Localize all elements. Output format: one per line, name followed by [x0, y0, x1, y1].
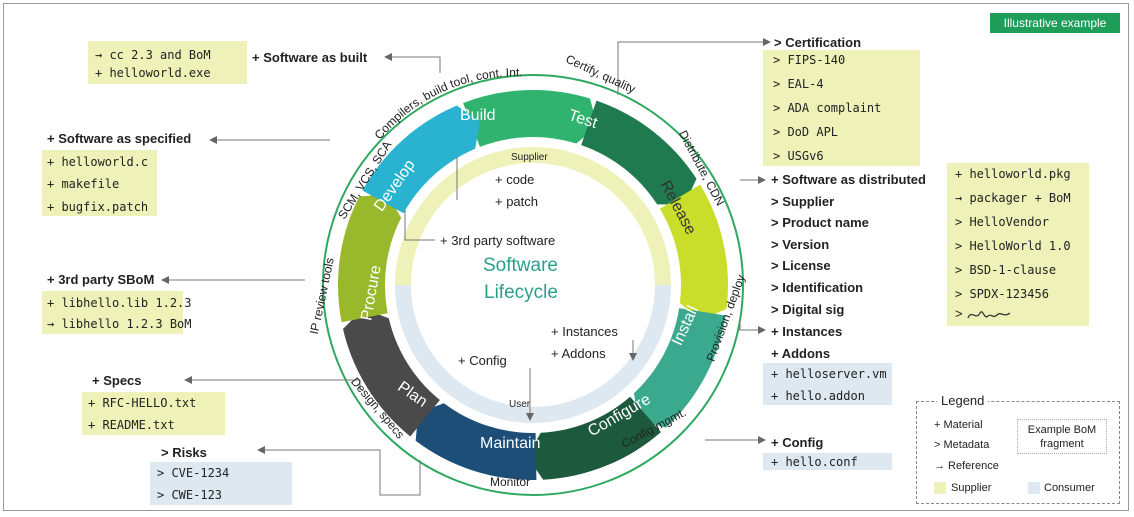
segment-plan [342, 308, 440, 437]
risks-box [150, 462, 292, 505]
cert-item-2: > ADA complaint [773, 101, 882, 115]
field-product-name: > Product name [771, 215, 869, 230]
segment-install [633, 308, 726, 428]
dist-value-4: > BSD-1-clause [955, 263, 1057, 277]
signature-icon [967, 310, 1011, 318]
specs-box [82, 392, 225, 435]
legend-consumer-swatch [1028, 482, 1040, 494]
segment-maintain [415, 403, 537, 481]
field-supplier: > Supplier [771, 194, 835, 209]
specified-item-2: + bugfix.patch [47, 200, 149, 214]
field-version: > Version [771, 237, 830, 252]
field-digital-sig: > Digital sig [771, 302, 845, 317]
user-label: User [509, 399, 531, 410]
third-sbom-title: + 3rd party SBoM [47, 272, 155, 287]
dist-signature: > [955, 306, 1016, 323]
center-title-1: Software [483, 255, 558, 276]
instances-title: + Instances [771, 324, 843, 339]
supplier-label: Supplier [511, 152, 548, 163]
risks-item-1: > CWE-123 [157, 488, 223, 502]
segment-build [463, 89, 598, 147]
segment-release [659, 184, 729, 321]
config-title: + Config [771, 435, 824, 450]
dist-value-1: → packager + BoM [955, 191, 1071, 205]
label-monitor: Monitor [490, 475, 531, 489]
legend-reference: → Reference [934, 460, 999, 472]
supplier-arc [395, 147, 671, 286]
risks-item-0: > CVE-1234 [157, 466, 230, 480]
specified-title: + Software as specified [47, 131, 192, 146]
certification-title: > Certification [774, 35, 862, 50]
segment-procure [338, 194, 402, 323]
addons-item-0: + helloserver.vm [771, 367, 887, 381]
outer-ring [322, 74, 744, 496]
instances-inner-label: + Instances [551, 324, 618, 339]
specified-item-1: + makefile [47, 177, 120, 191]
dist-value-5: > SPDX-123456 [955, 287, 1049, 301]
config-box [763, 453, 892, 470]
addons-title: + Addons [771, 346, 831, 361]
segment-develop [362, 105, 481, 214]
center-title-2: Lifecycle [484, 282, 558, 303]
phase-build: Build [460, 107, 496, 124]
field-identification: > Identification [771, 280, 864, 295]
addons-item-1: + hello.addon [771, 389, 865, 403]
dist-value-0: + helloworld.pkg [955, 167, 1071, 181]
specified-item-0: + helloworld.c [47, 155, 149, 169]
addons-inner-label: + Addons [551, 346, 606, 361]
config-inner-label: + Config [458, 353, 507, 368]
legend-fragment: Example BoM fragment [1017, 419, 1107, 454]
segment-configure [527, 396, 661, 480]
phase-maintain: Maintain [480, 435, 541, 452]
legend-box [916, 401, 1120, 504]
phase-ring [338, 89, 729, 481]
third-sbom-item-0: + libhello.lib 1.2.3 [47, 296, 192, 310]
illustrative-badge: Illustrative example [990, 13, 1120, 33]
legend-title: Legend [937, 393, 989, 409]
specs-item-0: + RFC-HELLO.txt [88, 396, 197, 410]
cert-item-3: > DoD APL [773, 125, 839, 139]
built-box [88, 41, 247, 84]
field-license: > License [771, 258, 831, 273]
legend-consumer: Consumer [1044, 482, 1095, 494]
segment-test [581, 100, 697, 205]
specs-item-1: + README.txt [88, 418, 175, 432]
dist-value-2: > HelloVendor [955, 215, 1049, 229]
cert-item-1: > EAL-4 [773, 77, 824, 91]
built-title: + Software as built [252, 50, 368, 65]
cert-item-0: > FIPS-140 [773, 53, 846, 67]
config-item-0: + hello.conf [771, 455, 858, 469]
addons-box [763, 363, 892, 405]
legend-supplier-swatch [934, 482, 946, 494]
dist-value-3: > HelloWorld 1.0 [955, 239, 1071, 253]
legend-supplier: Supplier [951, 482, 992, 494]
distributed-box [947, 163, 1089, 326]
code-label: + code [495, 172, 535, 187]
certification-box [763, 50, 920, 166]
risks-title: > Risks [161, 445, 207, 460]
user-arc [395, 284, 671, 423]
third-sbom-item-1: → libhello 1.2.3 BoM [47, 317, 192, 331]
third-party-label: + 3rd party software [440, 233, 556, 248]
distributed-title: + Software as distributed [771, 172, 926, 187]
built-item-0: → cc 2.3 and BoM [95, 48, 211, 62]
legend-material: + Material [934, 419, 983, 431]
legend-metadata: > Metadata [934, 439, 990, 451]
third-sbom-box [42, 291, 183, 334]
specs-title: + Specs [92, 373, 142, 388]
built-item-1: + helloworld.exe [95, 66, 211, 80]
patch-label: + patch [495, 194, 539, 209]
cert-item-4: > USGv6 [773, 149, 824, 163]
diagram-frame [3, 3, 1129, 511]
specified-box [42, 150, 157, 216]
